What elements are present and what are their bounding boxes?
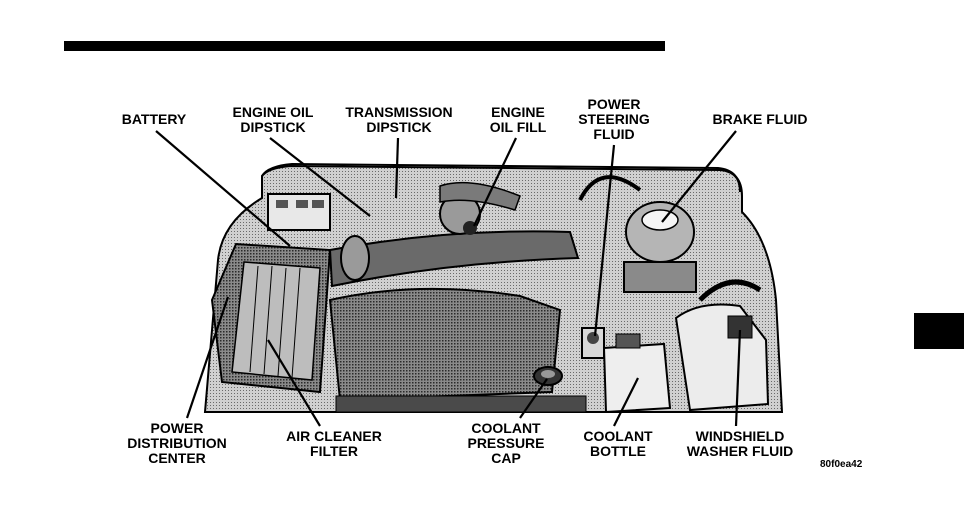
callout-power-distribution-center: POWER DISTRIBUTION CENTER [116,421,238,466]
callout-battery: BATTERY [114,112,194,127]
callout-coolant-bottle: COOLANT BOTTLE [568,429,668,459]
callout-air-cleaner-filter: AIR CLEANER FILTER [272,429,396,459]
callout-power-steering-fluid: POWER STEERING FLUID [572,97,656,142]
callout-transmission-dipstick: TRANSMISSION DIPSTICK [334,105,464,135]
battery-shape [268,194,330,230]
coolant-cap-shape [534,367,562,385]
callout-brake-fluid: BRAKE FLUID [700,112,820,127]
brake-reservoir-shape [624,202,696,292]
power-distribution-center-shape [212,244,330,392]
callout-engine-oil-dipstick: ENGINE OIL DIPSTICK [220,105,326,135]
callout-engine-oil-fill: ENGINE OIL FILL [476,105,560,135]
power-steering-reservoir-shape [582,328,604,358]
callout-coolant-pressure-cap: COOLANT PRESSURE CAP [456,421,556,466]
callout-windshield-washer-fluid: WINDSHIELD WASHER FLUID [674,429,806,459]
figure-reference: 80f0ea42 [820,459,862,470]
